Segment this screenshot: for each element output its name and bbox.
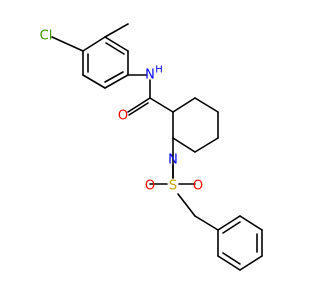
- bond: [194, 137, 219, 153]
- bond: [172, 97, 196, 113]
- methyl-bond: [104, 23, 129, 38]
- atom-n-amide: N: [145, 68, 155, 83]
- bond: [149, 97, 174, 113]
- molecule-structure-drawing: Cl N H O N S O O: [40, 23, 263, 271]
- atom-o-carbonyl: O: [118, 109, 128, 124]
- atom-s: S: [169, 179, 177, 194]
- benzylsulfonyl-group: [149, 164, 219, 231]
- atom-labels: Cl N H O N S O O: [40, 29, 203, 194]
- atom-h-amide: H: [155, 65, 163, 76]
- piperidine-ring: [172, 97, 219, 179]
- bond: [239, 255, 263, 271]
- bond: [51, 36, 84, 52]
- double-bond-line: [222, 221, 241, 234]
- bond: [217, 255, 241, 271]
- bond: [104, 74, 129, 89]
- bond: [194, 97, 219, 113]
- double-bond-line: [104, 71, 124, 83]
- bond: [194, 215, 219, 231]
- bond: [82, 74, 106, 89]
- bond: [217, 215, 241, 231]
- bond: [177, 193, 196, 217]
- bond: [104, 36, 129, 52]
- double-bond-line: [222, 252, 241, 265]
- atom-n-ring: N: [168, 153, 178, 168]
- bond: [239, 215, 263, 231]
- bond: [82, 36, 106, 52]
- bond: [127, 97, 151, 113]
- chlorotolyl-ring: [51, 23, 129, 89]
- double-bond-line: [105, 42, 125, 55]
- atom-cl: Cl: [40, 29, 53, 44]
- phenyl-ring: [217, 215, 263, 271]
- atom-o-sulfonyl-left: O: [145, 179, 155, 194]
- amide-group: [127, 74, 174, 116]
- atom-o-sulfonyl-right: O: [193, 179, 203, 194]
- double-bond-line: [128, 102, 149, 116]
- bond: [172, 137, 196, 153]
